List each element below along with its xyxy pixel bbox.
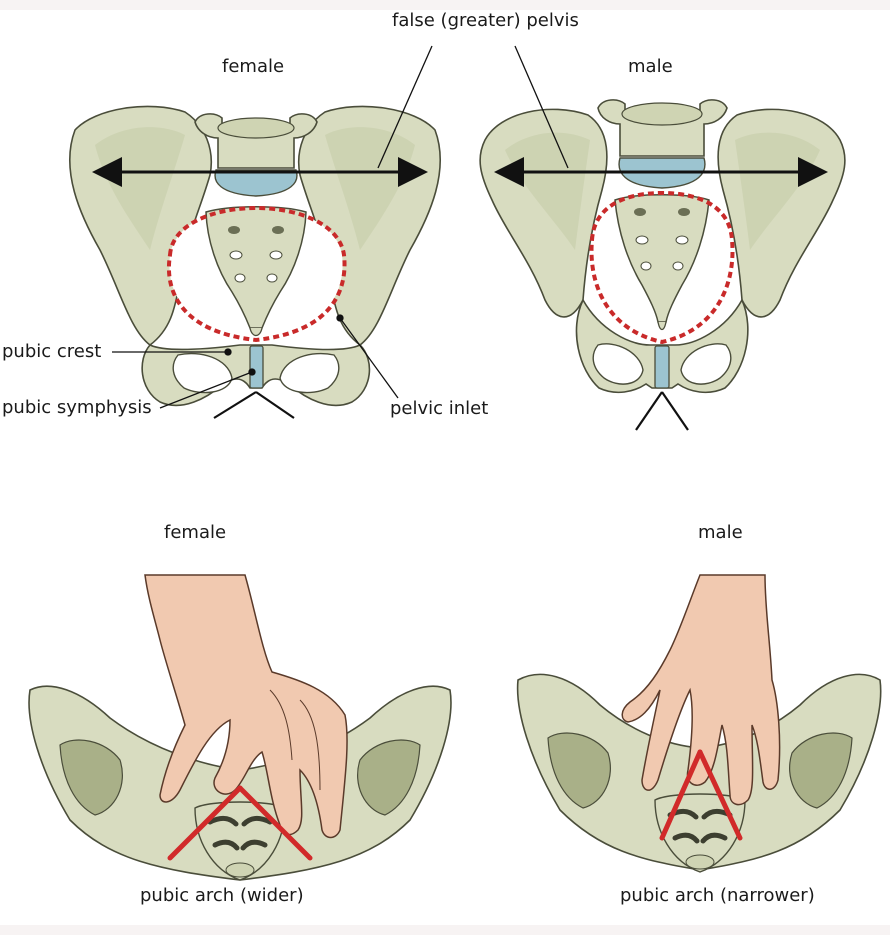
label-pubic-arch-narrower: pubic arch (narrower) — [620, 885, 815, 906]
label-male-bottom: male — [698, 522, 743, 543]
male-sacrum — [614, 194, 710, 323]
female-hand — [144, 574, 348, 839]
leader-lines — [112, 45, 569, 409]
male-pubic-symphysis — [654, 345, 670, 389]
male-pubic-arch-lines — [659, 749, 703, 841]
female-vertebra — [194, 113, 318, 169]
label-pelvic-inlet: pelvic inlet — [390, 398, 489, 419]
label-female-top: female — [222, 56, 285, 77]
male-pelvis-hand — [516, 574, 882, 873]
bottom-border — [0, 925, 890, 935]
label-female-bottom: female — [164, 522, 227, 543]
female-pelvis-front — [68, 105, 442, 419]
label-false-pelvis: false (greater) pelvis — [392, 10, 579, 31]
top-border — [0, 0, 890, 10]
label-male-top: male — [628, 56, 673, 77]
label-pubic-arch-wider: pubic arch (wider) — [140, 885, 304, 906]
label-pubic-symphysis: pubic symphysis — [2, 397, 152, 418]
female-sacrum — [205, 206, 307, 329]
label-pubic-crest: pubic crest — [2, 341, 102, 362]
female-pubic-arch-lines — [167, 785, 243, 861]
female-pubic-symphysis — [249, 345, 264, 389]
male-pelvis-front — [479, 99, 846, 431]
male-hand — [621, 574, 781, 806]
female-pelvic-inlet-outline — [167, 205, 347, 343]
female-pelvis-hand — [28, 574, 452, 881]
female-disc — [214, 169, 298, 197]
